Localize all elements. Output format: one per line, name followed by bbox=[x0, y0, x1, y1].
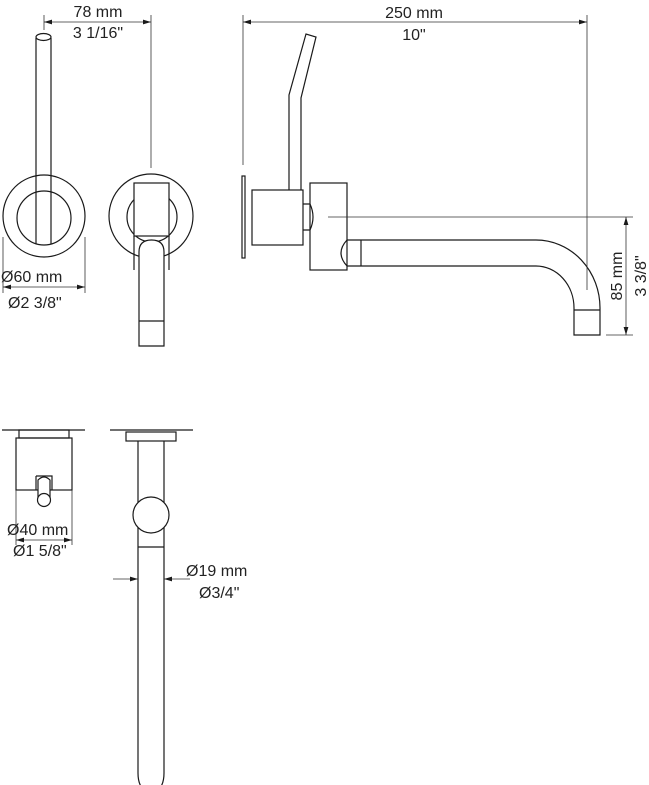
dimension-label-imperial: Ø2 3/8" bbox=[8, 295, 62, 312]
dimension-label-metric: 78 mm bbox=[74, 4, 123, 21]
dimension-label-metric: 85 mm bbox=[609, 252, 626, 301]
dimension-label-metric: Ø60 mm bbox=[1, 269, 62, 286]
dimension-label-metric: Ø40 mm bbox=[7, 522, 68, 539]
top-view-spout bbox=[110, 429, 193, 785]
dimension-handle-projection: 78 mm 3 1/16" bbox=[43, 4, 152, 168]
dimension-body-diameter: Ø40 mm Ø1 5/8" bbox=[7, 490, 73, 560]
dimension-label-imperial: 10" bbox=[402, 27, 425, 44]
dimension-label-imperial: Ø1 5/8" bbox=[13, 543, 67, 560]
dimension-label-imperial: 3 3/8" bbox=[633, 255, 649, 296]
dimension-label-imperial: 3 1/16" bbox=[73, 25, 123, 42]
dimension-spout-diameter: Ø19 mm Ø3/4" bbox=[113, 563, 247, 602]
top-view-body bbox=[2, 429, 85, 508]
dimension-escutcheon-diameter: Ø60 mm Ø2 3/8" bbox=[1, 237, 86, 312]
dimension-label-imperial: Ø3/4" bbox=[199, 585, 239, 602]
dimension-label-metric: 250 mm bbox=[385, 5, 443, 22]
side-view bbox=[241, 33, 601, 336]
front-view-spout bbox=[108, 173, 194, 347]
front-view-escutcheon bbox=[2, 32, 86, 258]
dimension-label-metric: Ø19 mm bbox=[186, 563, 247, 580]
dimension-spout-height: 85 mm 3 3/8" bbox=[328, 216, 649, 336]
dimension-overall-length: 250 mm 10" bbox=[242, 5, 588, 290]
